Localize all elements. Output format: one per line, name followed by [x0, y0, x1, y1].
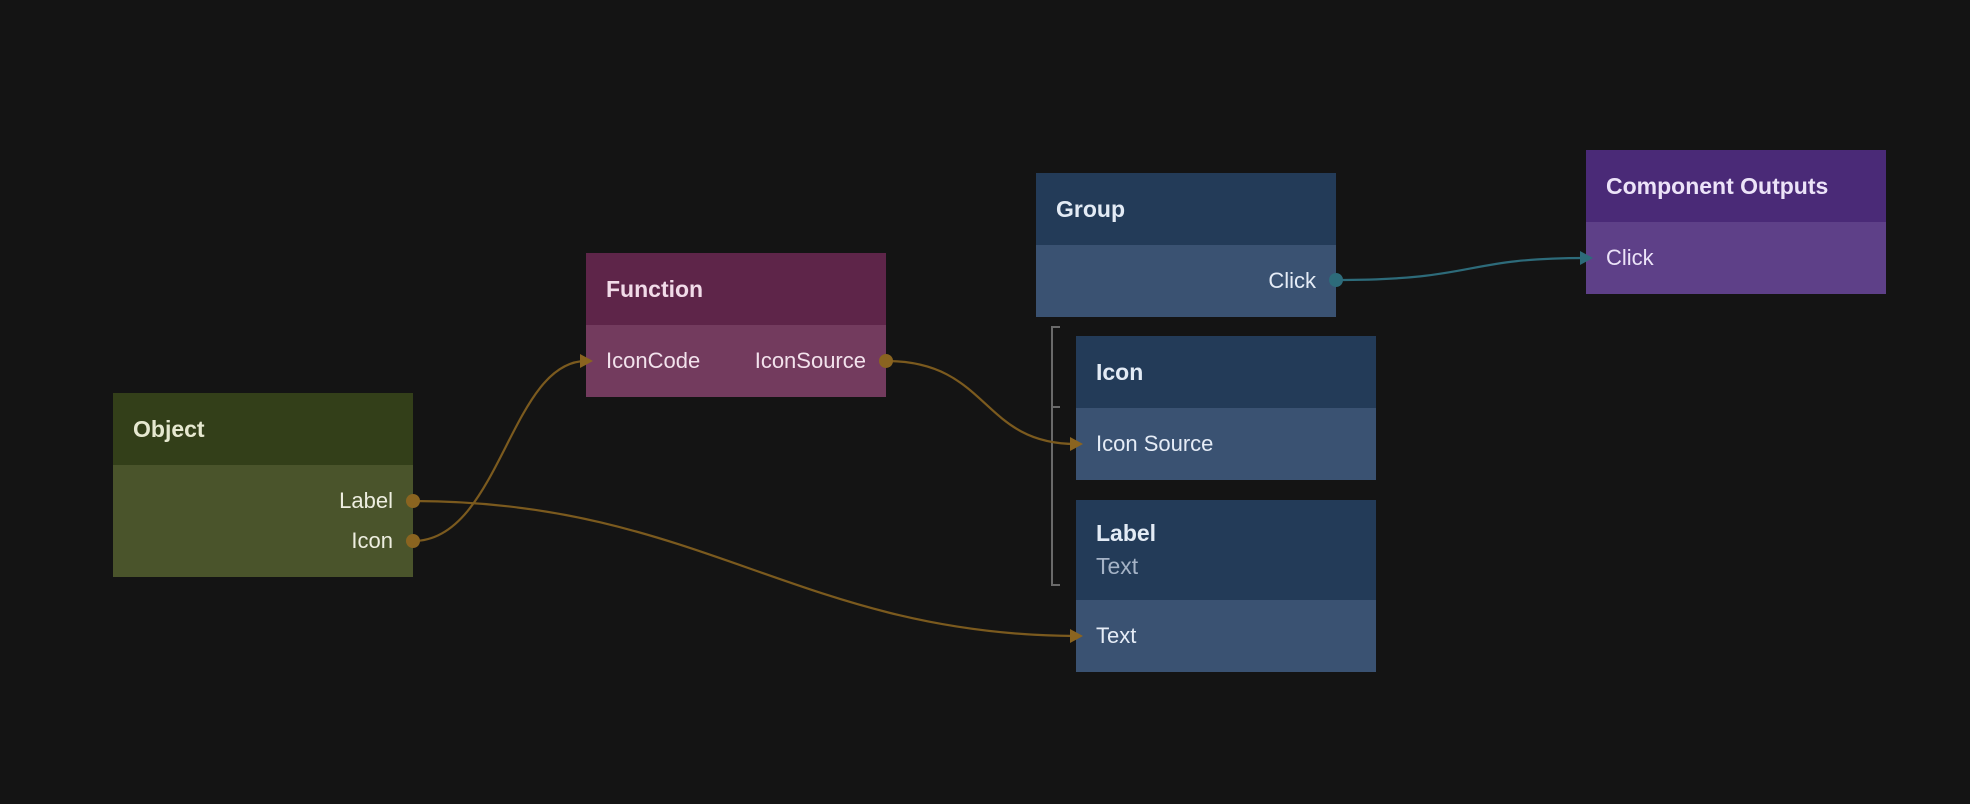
icon-node-title: Icon: [1096, 358, 1144, 385]
label-node-subtitle: Text: [1096, 553, 1139, 579]
icon-node-body: Icon Source: [1076, 408, 1376, 480]
component-outputs-port-click-text: Click: [1606, 245, 1654, 270]
function-node-body: IconCode IconSource: [586, 325, 886, 397]
wire-label-to-text[interactable]: [412, 499, 1077, 638]
wire-iconsource-to-icon[interactable]: [885, 359, 1077, 446]
group-port-click-text: Click: [1268, 268, 1316, 293]
component-outputs-node-body: Click: [1586, 222, 1886, 294]
function-port-iconcode[interactable]: IconCode: [606, 348, 701, 373]
object-port-icon-text: Icon: [351, 528, 393, 553]
group-node-title: Group: [1056, 195, 1125, 222]
group-node-body: Click: [1036, 245, 1336, 317]
icon-node-header[interactable]: Icon: [1076, 336, 1376, 408]
wire-click-to-output[interactable]: [1335, 256, 1587, 282]
object-port-icon[interactable]: Icon: [133, 521, 393, 561]
icon-node[interactable]: Icon Icon Source: [1076, 336, 1376, 480]
label-port-text[interactable]: Text: [1096, 616, 1356, 656]
object-node-body: Label Icon: [113, 465, 413, 577]
label-node-body: Text: [1076, 600, 1376, 672]
function-node[interactable]: Function IconCode IconSource: [586, 253, 886, 397]
group-node-header[interactable]: Group: [1036, 173, 1336, 245]
function-node-header[interactable]: Function: [586, 253, 886, 325]
function-port-iconsource[interactable]: IconSource: [754, 348, 866, 373]
group-children-bracket: [1051, 326, 1060, 586]
icon-port-icon-source[interactable]: Icon Source: [1096, 424, 1356, 464]
component-outputs-port-click[interactable]: Click: [1606, 238, 1866, 278]
object-port-label-text: Label: [339, 488, 393, 513]
component-outputs-node-title: Component Outputs: [1606, 172, 1829, 199]
object-node-header[interactable]: Object: [113, 393, 413, 465]
component-outputs-node[interactable]: Component Outputs Click: [1586, 150, 1886, 294]
icon-port-icon-source-text: Icon Source: [1096, 431, 1214, 456]
wire-icon-to-iconcode[interactable]: [412, 359, 587, 543]
label-node[interactable]: Label Text Text: [1076, 500, 1376, 672]
label-node-header[interactable]: Label Text: [1076, 500, 1376, 600]
label-node-title: Label: [1096, 520, 1157, 546]
object-port-label[interactable]: Label: [133, 481, 393, 521]
group-node[interactable]: Group Click: [1036, 173, 1336, 317]
function-node-title: Function: [606, 275, 704, 302]
object-node-title: Object: [133, 415, 205, 442]
function-port-row: IconCode IconSource: [606, 341, 866, 381]
label-port-text-text: Text: [1096, 623, 1137, 648]
component-outputs-node-header[interactable]: Component Outputs: [1586, 150, 1886, 222]
object-node[interactable]: Object Label Icon: [113, 393, 413, 577]
group-port-click[interactable]: Click: [1056, 261, 1316, 301]
